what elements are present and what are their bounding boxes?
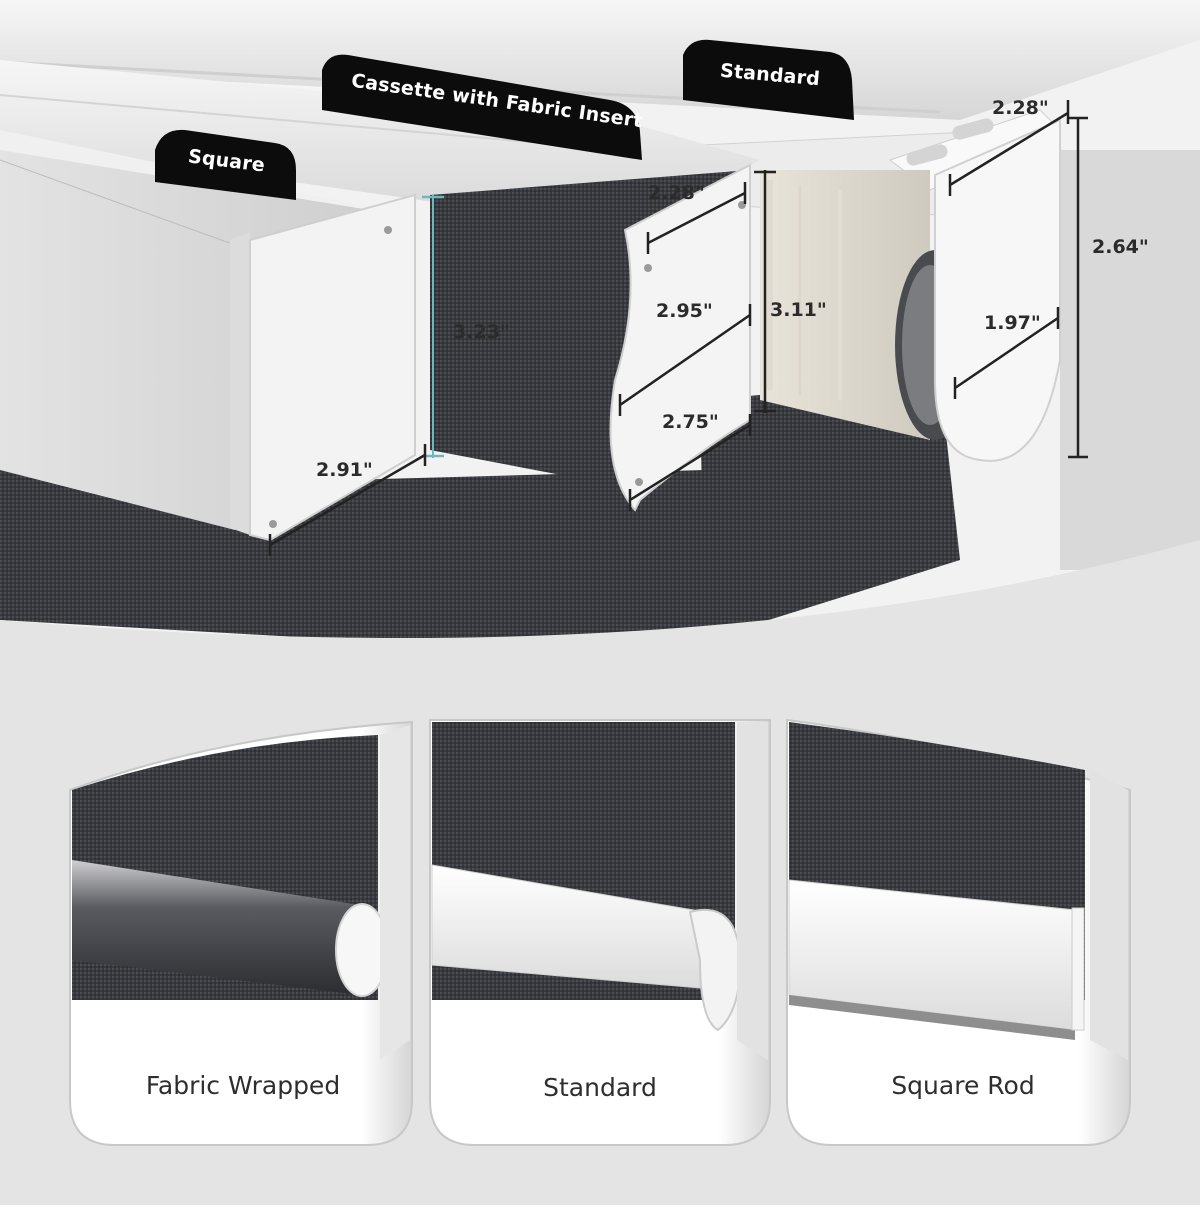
cassette-fabric xyxy=(345,470,705,638)
fabric-wrapped-rail xyxy=(72,860,390,995)
dimension-square-depth: 2.91" xyxy=(316,459,373,481)
bottom-rail-card-square-rod xyxy=(786,718,1131,1146)
dimension-cassette-height: 3.11" xyxy=(770,299,827,321)
dimension-cassette-top: 2.28" xyxy=(648,182,705,204)
headrail-label-tabs xyxy=(155,39,854,200)
dimension-lines xyxy=(268,100,1088,556)
dimension-cassette-diagonal: 2.95" xyxy=(656,300,713,322)
card-label-fabric-wrapped: Fabric Wrapped xyxy=(145,1071,341,1100)
standard-fabric xyxy=(700,380,960,638)
square-label-tab xyxy=(155,129,296,200)
dimension-cassette-bottom: 2.75" xyxy=(662,411,719,433)
dimension-standard-top: 2.28" xyxy=(992,97,1049,119)
standard-label-tab xyxy=(683,39,854,120)
bottom-rail-card-standard xyxy=(429,719,771,1146)
dimension-square-height: 3.23" xyxy=(453,321,510,343)
card-label-standard: Standard xyxy=(543,1073,657,1102)
cassette-label-tab xyxy=(322,54,642,160)
dimension-standard-inner: 1.97" xyxy=(984,312,1041,334)
card-label-square-rod: Square Rod xyxy=(891,1071,1035,1100)
bottom-rail-card-fabric-wrapped xyxy=(69,720,413,1146)
dimension-standard-height: 2.64" xyxy=(1092,236,1149,258)
